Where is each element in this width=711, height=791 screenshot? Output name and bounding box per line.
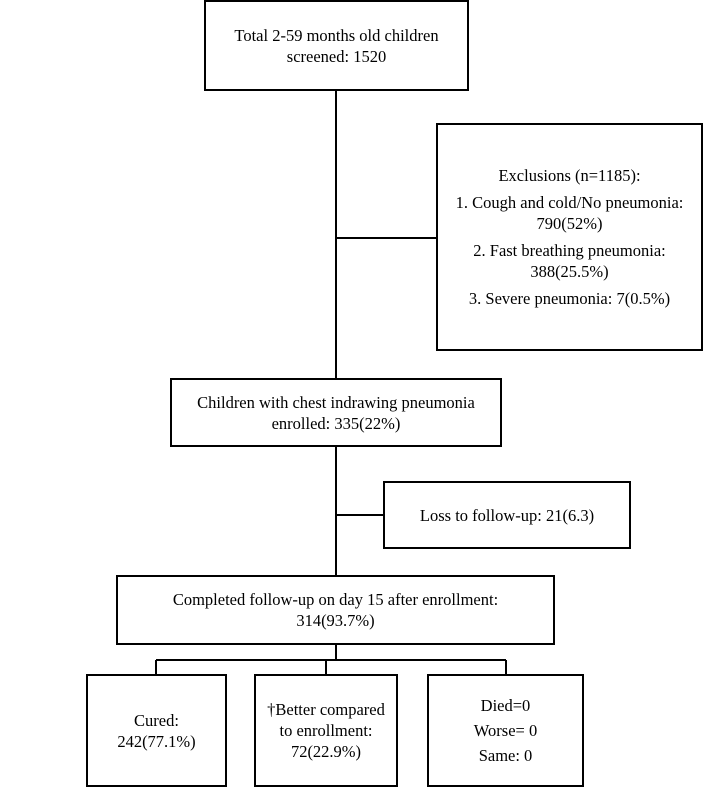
screened-line2: screened: 1520 — [286, 46, 387, 66]
better-box: †Better compared to enrollment: 72(22.9%… — [254, 674, 398, 787]
exclusion-item1-line2: 790(52%) — [536, 214, 603, 233]
died-worse-same-box: Died=0 Worse= 0 Same: 0 — [427, 674, 584, 787]
died-text: Died=0 — [480, 696, 531, 715]
cured-box: Cured: 242(77.1%) — [86, 674, 227, 787]
cured-line2: 242(77.1%) — [117, 731, 196, 751]
exclusion-item2-line2: 388(25.5%) — [530, 262, 609, 281]
exclusion-item3: 3. Severe pneumonia: 7(0.5%) — [468, 289, 671, 308]
exclusions-box: Exclusions (n=1185): 1. Cough and cold/N… — [436, 123, 703, 351]
better-line2: to enrollment: — [279, 721, 373, 740]
better-line3: 72(22.9%) — [290, 742, 362, 761]
loss-to-follow-up-box: Loss to follow-up: 21(6.3) — [383, 481, 631, 549]
same-text: Same: 0 — [478, 746, 533, 765]
enrolled-line2: enrolled: 335(22%) — [271, 413, 401, 433]
exclusion-item1-line1: 1. Cough and cold/No pneumonia: — [455, 193, 684, 212]
loss-text: Loss to follow-up: 21(6.3) — [419, 505, 595, 525]
better-line1: †Better compared — [267, 700, 385, 719]
worse-text: Worse= 0 — [473, 721, 538, 740]
exclusion-item2-line1: 2. Fast breathing pneumonia: — [473, 241, 666, 260]
screened-box: Total 2-59 months old children screened:… — [204, 0, 469, 91]
exclusions-title: Exclusions (n=1185): — [498, 166, 641, 185]
cured-line1: Cured: — [134, 710, 179, 730]
completed-follow-up-box: Completed follow-up on day 15 after enro… — [116, 575, 555, 645]
enrolled-box: Children with chest indrawing pneumonia … — [170, 378, 502, 447]
completed-line2: 314(93.7%) — [296, 611, 375, 630]
enrolled-line1: Children with chest indrawing pneumonia — [197, 392, 475, 412]
completed-line1: Completed follow-up on day 15 after enro… — [172, 590, 499, 609]
screened-line1: Total 2-59 months old children — [234, 25, 439, 45]
